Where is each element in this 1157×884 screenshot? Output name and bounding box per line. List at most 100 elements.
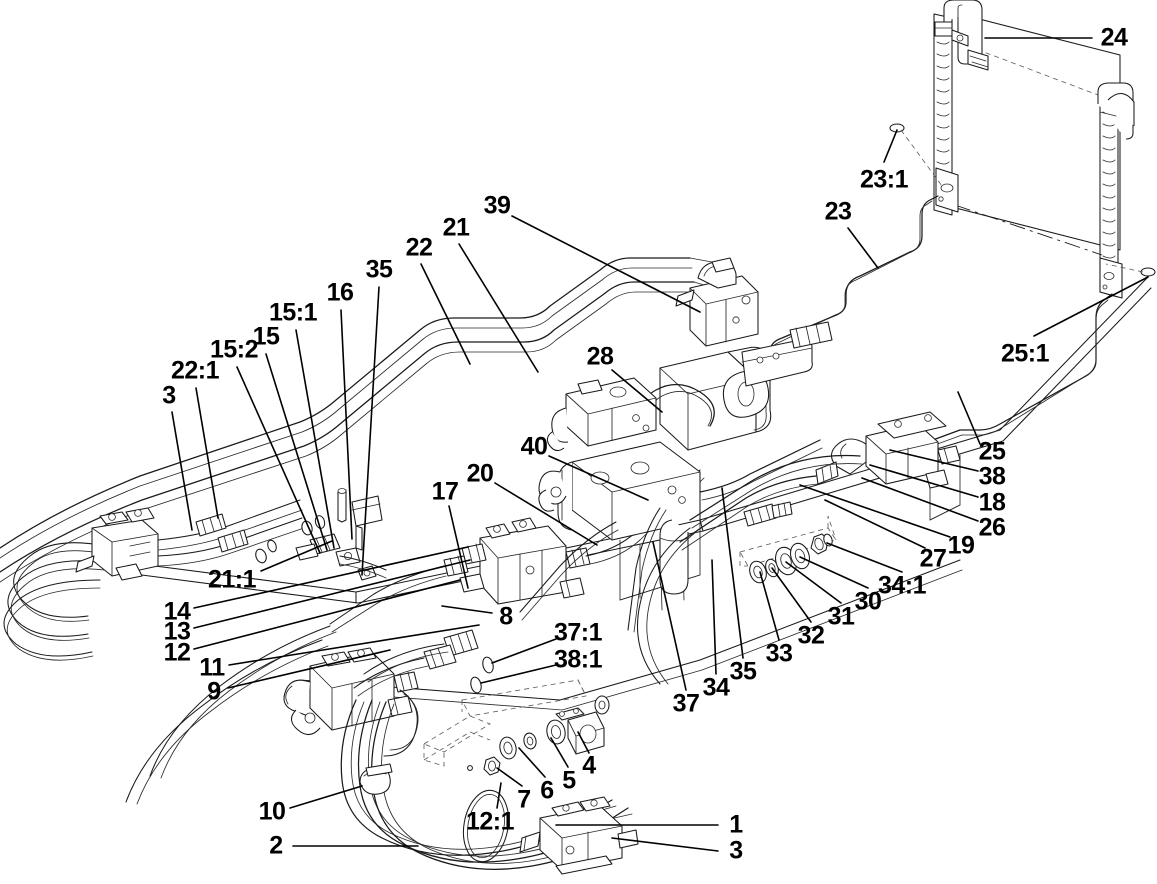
leader-line-38-1	[480, 664, 557, 684]
callout-label-24[interactable]: 24	[1100, 23, 1128, 52]
bottom-hose-run	[340, 699, 639, 875]
callout-label-21[interactable]: 21	[442, 213, 470, 242]
callout-label-10[interactable]: 10	[258, 797, 286, 826]
leader-line-15-1	[295, 329, 335, 549]
callout-label-15-1[interactable]: 15:1	[268, 298, 318, 327]
leader-line-37-1	[491, 638, 557, 664]
leader-line-9	[227, 649, 391, 689]
callout-label-22[interactable]: 22	[405, 233, 433, 262]
leader-line-23-1	[883, 129, 898, 163]
callout-label-23[interactable]: 23	[824, 197, 852, 226]
leader-line-25	[957, 391, 981, 445]
leader-line-39	[511, 215, 701, 313]
callout-label-11[interactable]: 11	[199, 653, 225, 682]
callout-label-7[interactable]: 7	[517, 785, 531, 814]
leader-line-33	[759, 571, 780, 641]
callout-label-4[interactable]: 4	[582, 751, 596, 780]
leader-line-11	[228, 624, 480, 666]
callout-label-3[interactable]: 3	[729, 836, 743, 865]
leader-line-21	[458, 243, 539, 373]
callout-label-6[interactable]: 6	[540, 776, 554, 805]
callout-leader-lines	[171, 37, 1149, 852]
callout-label-15-2[interactable]: 15:2	[209, 335, 259, 364]
leader-line-32	[771, 567, 812, 623]
callout-label-37-1[interactable]: 37:1	[553, 618, 603, 647]
callout-label-38-1[interactable]: 38:1	[553, 645, 603, 674]
callout-label-18[interactable]: 18	[978, 488, 1006, 517]
leader-line-22-1	[195, 387, 219, 519]
leader-line-8	[441, 605, 493, 614]
callout-label-26[interactable]: 26	[978, 513, 1006, 542]
callout-label-22-1[interactable]: 22:1	[170, 356, 220, 385]
leader-line-31	[785, 561, 842, 604]
leader-line-34	[711, 559, 717, 675]
callout-label-2[interactable]: 2	[269, 831, 283, 860]
callout-label-8[interactable]: 8	[499, 602, 513, 631]
leader-line-15-2	[236, 366, 321, 554]
callout-label-19[interactable]: 19	[947, 531, 975, 560]
leader-line-12-1	[496, 782, 502, 809]
leader-line-12	[193, 579, 461, 650]
leader-line-38	[889, 449, 979, 472]
chassis-frame	[103, 276, 1152, 711]
callout-label-34-1[interactable]: 34:1	[877, 571, 927, 600]
leader-line-19	[799, 484, 951, 538]
callout-label-34[interactable]: 34	[702, 673, 730, 702]
callout-label-30[interactable]: 30	[854, 587, 882, 616]
leader-line-15	[265, 353, 328, 551]
callout-label-20[interactable]: 20	[466, 459, 494, 488]
leader-line-3	[171, 411, 193, 531]
callout-label-3[interactable]: 3	[162, 381, 176, 410]
callout-label-35[interactable]: 35	[729, 657, 757, 686]
right-lower-hose-run	[637, 527, 697, 685]
leader-line-37	[652, 541, 687, 691]
leader-line-6	[518, 747, 546, 778]
leader-line-23	[847, 227, 879, 269]
leader-line-10	[289, 785, 363, 809]
leader-line-17	[448, 505, 469, 589]
leader-line-4	[577, 731, 590, 754]
left-front-hose-loops	[3, 499, 305, 661]
callout-label-40[interactable]: 40	[520, 432, 548, 461]
callout-label-25-1[interactable]: 25:1	[1000, 339, 1050, 368]
callout-label-12-1[interactable]: 12:1	[465, 807, 515, 836]
callout-label-21-1[interactable]: 21:1	[207, 565, 257, 594]
leader-line-35	[361, 286, 380, 576]
lower-left-motor	[283, 647, 419, 757]
leader-line-34-1	[826, 542, 903, 573]
callout-label-33[interactable]: 33	[765, 639, 793, 668]
callout-label-9[interactable]: 9	[207, 677, 221, 706]
callout-label-31[interactable]: 31	[827, 602, 855, 631]
leader-line-40	[548, 455, 649, 501]
callout-label-16[interactable]: 16	[326, 278, 354, 307]
main-pump-assembly	[519, 257, 833, 633]
callout-label-17[interactable]: 17	[431, 477, 459, 506]
center-clamp-cluster	[295, 488, 387, 581]
callout-label-28[interactable]: 28	[586, 342, 614, 371]
leader-line-18	[869, 464, 979, 498]
callout-label-14[interactable]: 14	[163, 597, 191, 626]
callout-label-13[interactable]: 13	[163, 617, 191, 646]
leader-line-22	[420, 263, 471, 365]
callout-label-25[interactable]: 25	[978, 437, 1006, 466]
callout-label-15[interactable]: 15	[252, 322, 280, 351]
right-valve-block	[679, 411, 961, 551]
leader-line-16	[340, 309, 353, 540]
callout-label-23-1[interactable]: 23:1	[859, 165, 909, 194]
bottom-fastener-stack	[353, 629, 610, 776]
callout-label-35[interactable]: 35	[365, 255, 393, 284]
leader-line-26	[861, 477, 979, 522]
callout-label-32[interactable]: 32	[797, 621, 825, 650]
callout-label-39[interactable]: 39	[483, 191, 511, 220]
leader-line-5	[550, 737, 569, 768]
callout-label-1[interactable]: 1	[729, 810, 743, 839]
callout-label-27[interactable]: 27	[919, 544, 947, 573]
callout-label-38[interactable]: 38	[978, 462, 1006, 491]
callout-label-5[interactable]: 5	[562, 766, 576, 795]
fastener-exploded-stack	[739, 501, 837, 584]
leader-line-20	[494, 482, 598, 546]
callout-label-37[interactable]: 37	[672, 689, 700, 718]
callout-label-12[interactable]: 12	[163, 638, 191, 667]
